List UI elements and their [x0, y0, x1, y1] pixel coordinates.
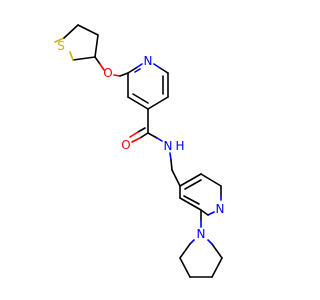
thiolane-ring: [54, 24, 99, 61]
sulfur-atom-label: S: [57, 39, 65, 53]
pyrrolidine-nitrogen-label: N: [197, 227, 206, 241]
lower-pyridine-ring: [179, 173, 222, 216]
methylene-linker: [169, 152, 181, 187]
carbonyl-oxygen-label: O: [121, 138, 130, 152]
pyrrolidine-ring: [179, 239, 223, 278]
molecule-canvas: S O N O N H N N: [54, 24, 225, 278]
ether-link: [94, 56, 129, 77]
amide-hydrogen-label: H: [175, 139, 184, 153]
upper-pyridine-ring: [127, 63, 169, 110]
amide-nitrogen-label: N: [164, 139, 173, 153]
molecule-structure: S O N O N H N N: [54, 24, 225, 278]
lower-pyridine-nitrogen-label: N: [216, 202, 225, 216]
pyridine-nitrogen-label: N: [144, 54, 153, 68]
ether-oxygen-label: O: [103, 66, 112, 80]
amide-group: [129, 108, 163, 143]
